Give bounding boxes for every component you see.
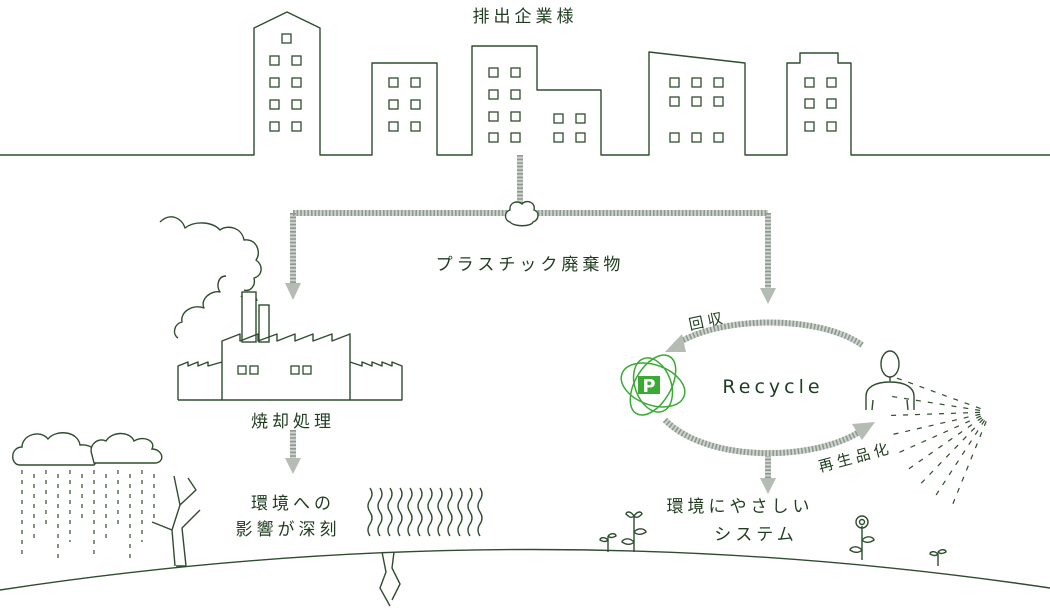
heat-wave bbox=[467, 487, 473, 537]
heat-wave bbox=[397, 487, 403, 537]
rain-cloud-icon bbox=[12, 432, 163, 560]
building-window bbox=[410, 121, 421, 132]
building-window bbox=[510, 67, 521, 78]
dead-tree-icon bbox=[151, 475, 201, 567]
building-window bbox=[804, 77, 815, 88]
logo-letter: P bbox=[642, 376, 655, 397]
building-window bbox=[713, 77, 724, 88]
building-window bbox=[388, 77, 399, 88]
factory-icon bbox=[159, 216, 403, 401]
building-window bbox=[488, 132, 499, 143]
building-window bbox=[269, 55, 280, 66]
impact-label-line2: 影響が深刻 bbox=[236, 520, 341, 540]
building-window bbox=[804, 98, 815, 109]
sun-ray bbox=[920, 418, 984, 485]
building-window bbox=[553, 132, 564, 143]
plastic-waste-label: プラスチック廃棄物 bbox=[436, 255, 625, 275]
building-window bbox=[388, 121, 399, 132]
building-window bbox=[553, 113, 564, 124]
building-window bbox=[291, 99, 302, 110]
heat-wave bbox=[427, 487, 433, 537]
heat-wave bbox=[477, 487, 483, 537]
building-window bbox=[388, 99, 399, 110]
building-window bbox=[575, 113, 586, 124]
heat-wave bbox=[457, 487, 463, 537]
sun-rays-icon bbox=[890, 377, 987, 505]
building-window bbox=[575, 132, 586, 143]
building-window bbox=[804, 121, 815, 132]
building-window bbox=[410, 77, 421, 88]
heat-wave bbox=[387, 487, 393, 537]
company-buildings bbox=[0, 11, 1050, 156]
building-window bbox=[269, 99, 280, 110]
building-window bbox=[691, 96, 702, 107]
heat-wave bbox=[417, 487, 423, 537]
building-window bbox=[691, 132, 702, 143]
building-window bbox=[669, 96, 680, 107]
eco-label-line1: 環境にやさしい bbox=[667, 497, 814, 517]
building-window bbox=[691, 77, 702, 88]
building-window bbox=[510, 89, 521, 100]
heat-wave bbox=[407, 487, 413, 537]
building-window bbox=[826, 98, 837, 109]
building-window bbox=[826, 121, 837, 132]
person-icon bbox=[865, 350, 915, 411]
building-window bbox=[281, 33, 292, 44]
heat-wave bbox=[447, 487, 453, 537]
eco-label-line2: システム bbox=[714, 525, 798, 545]
building-window bbox=[510, 111, 521, 122]
sprouts-icon bbox=[599, 511, 947, 566]
building-window bbox=[713, 96, 724, 107]
heat-waves-icon bbox=[367, 487, 483, 537]
title-emitting-companies: 排出企業様 bbox=[473, 7, 578, 27]
impact-label-line1: 環境への bbox=[251, 494, 335, 514]
heat-wave bbox=[367, 487, 373, 537]
building-window bbox=[291, 121, 302, 132]
building-window bbox=[488, 89, 499, 100]
building-window bbox=[713, 132, 724, 143]
incineration-label: 焼却処理 bbox=[251, 412, 335, 432]
building-window bbox=[669, 77, 680, 88]
building-window bbox=[510, 132, 521, 143]
waste-bag-icon bbox=[504, 200, 539, 227]
sun-ray bbox=[898, 415, 982, 454]
building-window bbox=[826, 77, 837, 88]
recycle-label: Recycle bbox=[722, 376, 823, 398]
company-logo: P bbox=[620, 354, 686, 416]
heat-wave bbox=[377, 487, 383, 537]
ground-line bbox=[0, 548, 1050, 591]
sun-ray bbox=[892, 413, 981, 436]
building-window bbox=[410, 99, 421, 110]
sun-ray bbox=[890, 411, 981, 417]
recycle-loop-arrows bbox=[662, 319, 875, 457]
building-window bbox=[269, 121, 280, 132]
building-window bbox=[269, 77, 280, 88]
heat-wave bbox=[437, 487, 443, 537]
sun-ray bbox=[907, 417, 983, 470]
sun-ray bbox=[891, 395, 981, 412]
building-window bbox=[488, 111, 499, 122]
sun-ray bbox=[895, 377, 981, 410]
building-window bbox=[488, 67, 499, 78]
sun-ray bbox=[935, 420, 986, 497]
ground-crack-icon bbox=[379, 551, 401, 607]
building-window bbox=[669, 132, 680, 143]
sun-ray bbox=[951, 421, 987, 505]
building-window bbox=[291, 55, 302, 66]
building-window bbox=[291, 77, 302, 88]
